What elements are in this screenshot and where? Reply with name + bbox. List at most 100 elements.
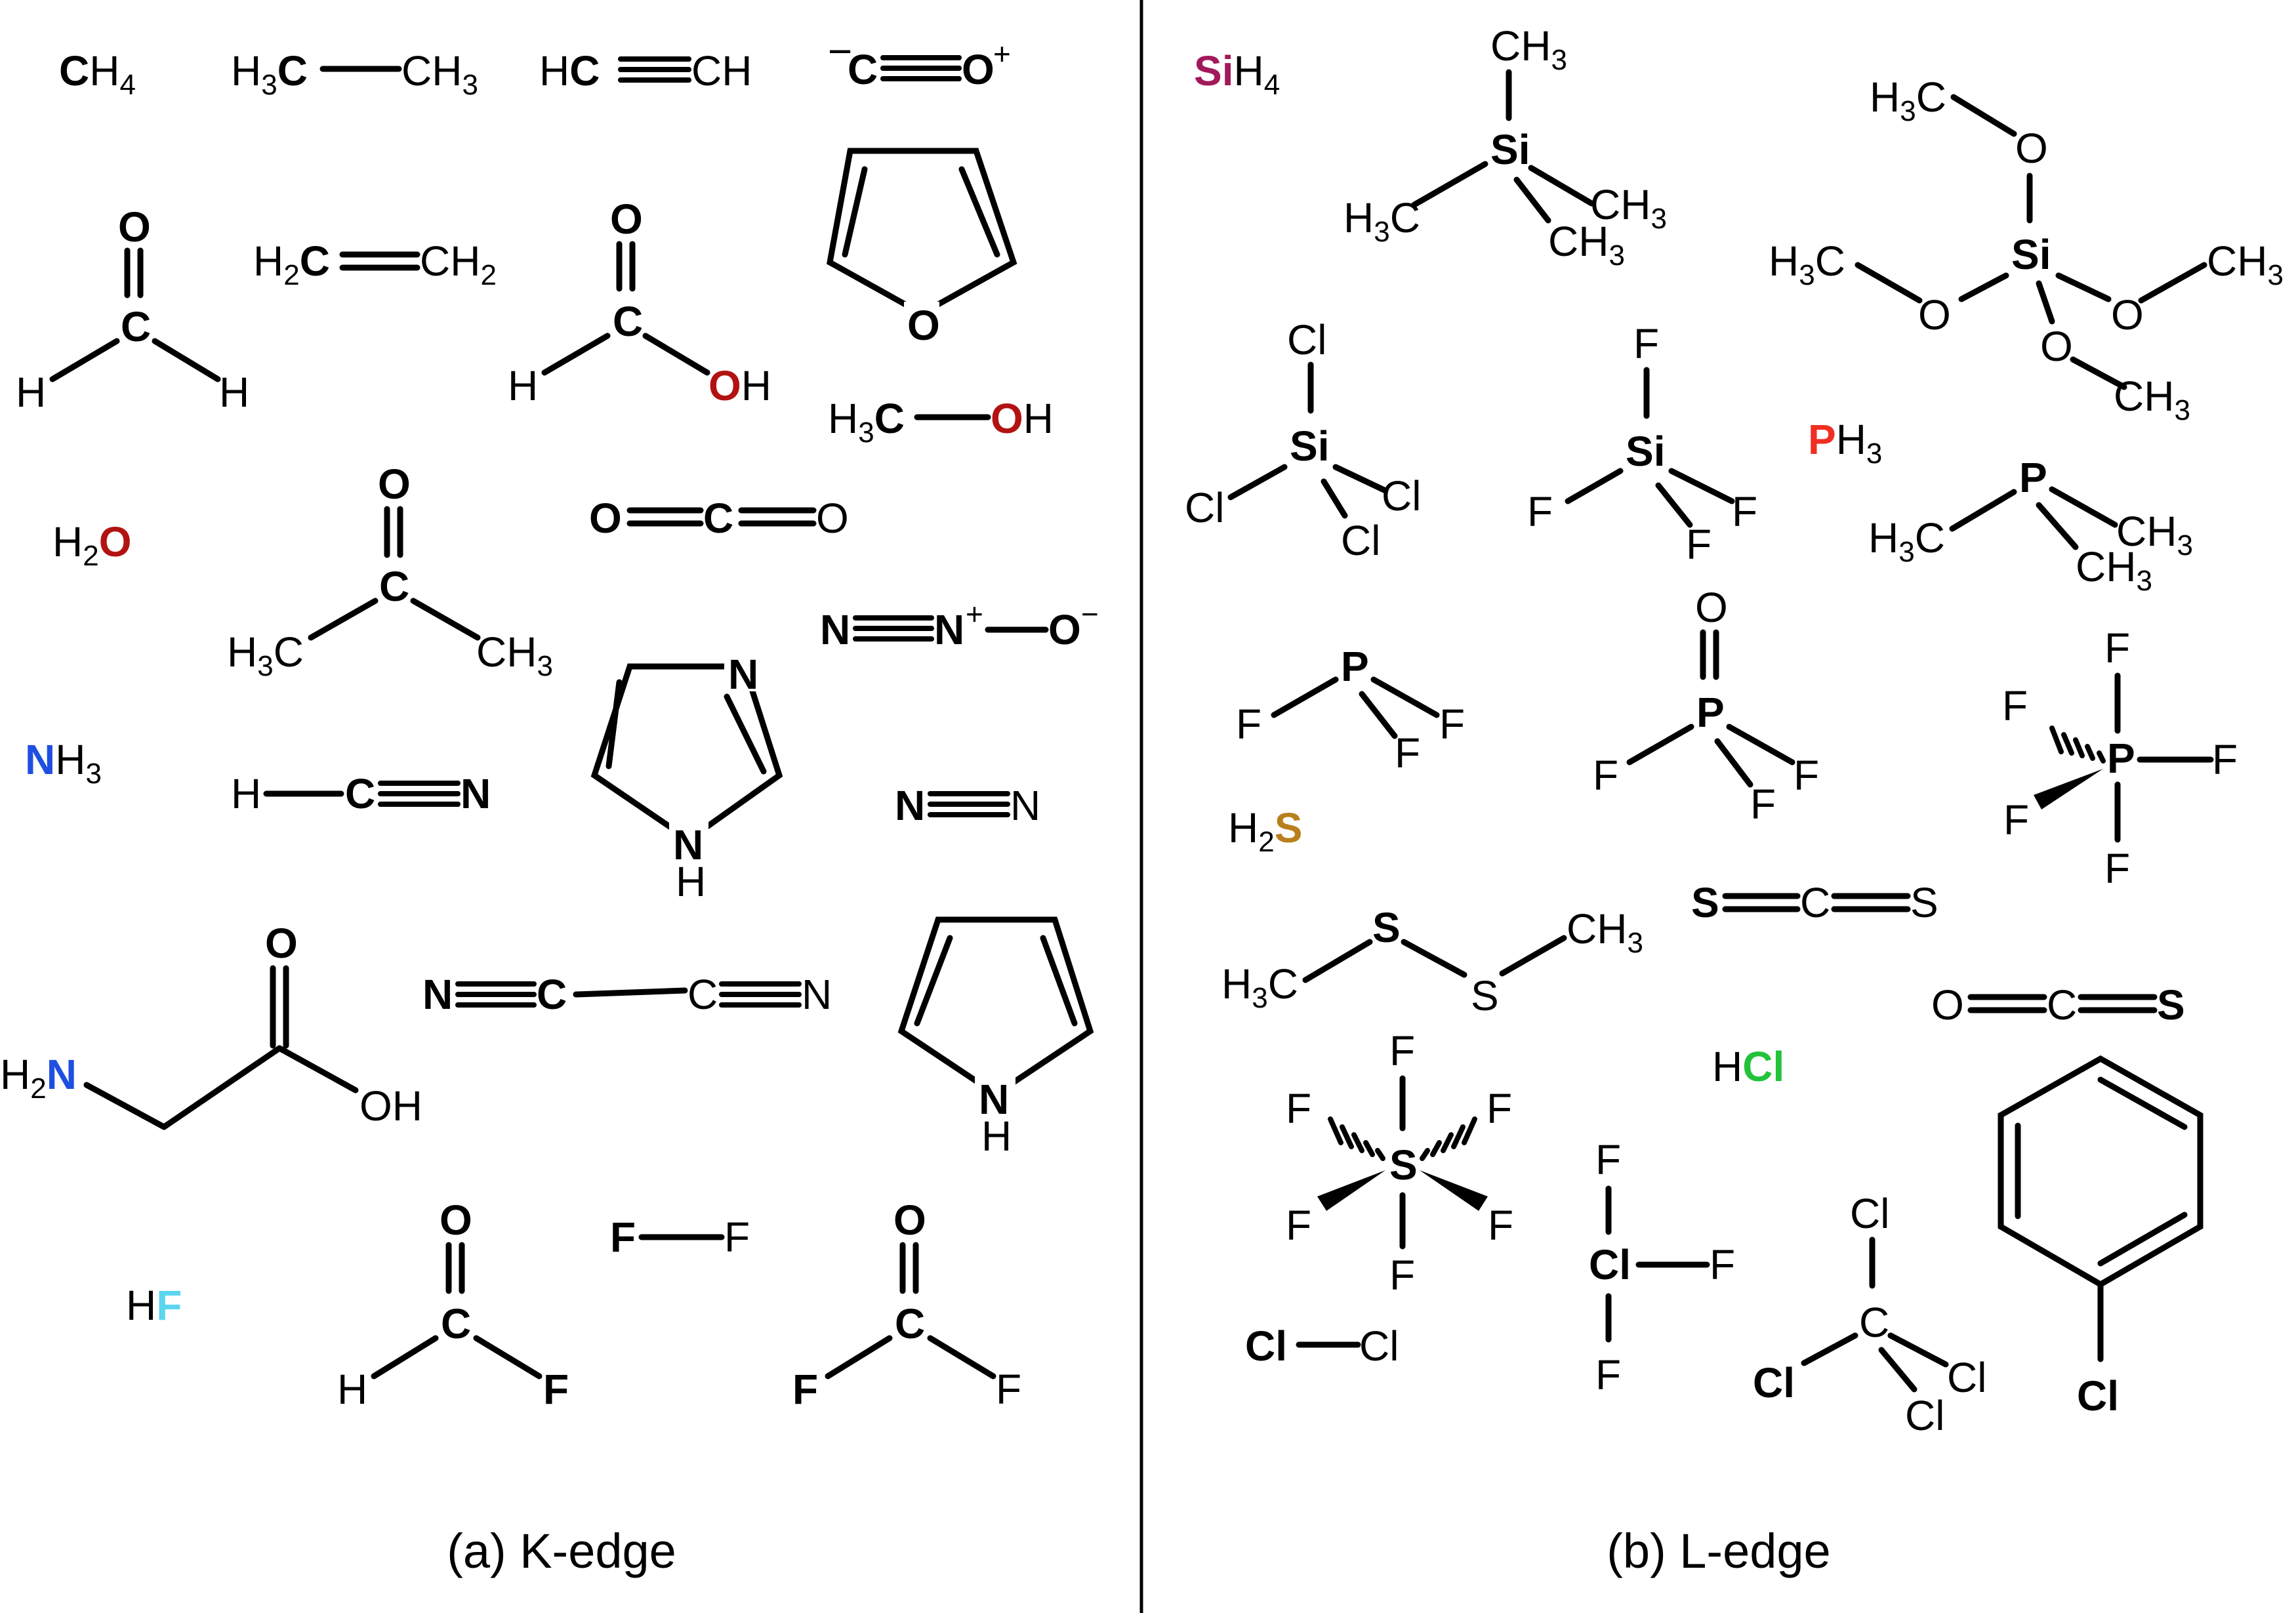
- svg-text:CH3: CH3: [2207, 237, 2284, 291]
- molecule-furan: O: [826, 148, 1017, 349]
- svg-text:OH: OH: [708, 362, 771, 409]
- svg-text:O: O: [816, 495, 849, 542]
- svg-text:H: H: [981, 1113, 1012, 1160]
- svg-text:C: C: [895, 1300, 925, 1347]
- svg-text:P: P: [1696, 689, 1725, 736]
- svg-text:CH: CH: [691, 47, 752, 94]
- svg-text:C: C: [537, 971, 567, 1018]
- molecule-ethyne: HC CH: [539, 47, 752, 94]
- molecule-tetramethylsilane: CH3 Si H3C CH3 CH3: [1343, 22, 1667, 272]
- svg-text:S: S: [1691, 879, 1719, 926]
- svg-text:F: F: [1389, 1252, 1415, 1299]
- svg-text:P: P: [1341, 643, 1369, 690]
- molecule-nitrogen: N N: [895, 782, 1040, 829]
- svg-text:H: H: [337, 1366, 367, 1413]
- molecule-silicon-tetrachloride: Cl Si Cl Cl Cl: [1185, 316, 1421, 564]
- panel-k-edge: CH4 H3C CH3 HC CH − C O +: [0, 28, 1099, 1578]
- caption-k-edge: (a) K-edge: [447, 1524, 676, 1578]
- svg-text:H3C: H3C: [231, 47, 308, 101]
- molecule-phosphine: PH3: [1808, 416, 1882, 470]
- molecule-phosphorus-trifluoride: P F F F: [1236, 643, 1465, 777]
- svg-text:H3C: H3C: [1221, 960, 1298, 1014]
- svg-text:F: F: [1595, 1351, 1621, 1399]
- svg-text:Cl: Cl: [2077, 1372, 2119, 1419]
- svg-text:F: F: [1286, 1085, 1311, 1132]
- svg-text:O: O: [1931, 981, 1964, 1029]
- svg-text:HCl: HCl: [1712, 1043, 1784, 1090]
- svg-text:H: H: [231, 770, 261, 817]
- svg-text:N: N: [673, 821, 703, 868]
- molecule-carbonyl-fluoride: O C F F: [792, 1196, 1021, 1413]
- svg-text:Cl: Cl: [1359, 1322, 1399, 1370]
- svg-text:CH3: CH3: [401, 47, 478, 101]
- svg-text:F: F: [1750, 781, 1776, 828]
- svg-text:C: C: [1859, 1299, 1889, 1346]
- svg-text:N: N: [422, 971, 453, 1018]
- svg-text:CH4: CH4: [59, 47, 136, 101]
- molecule-ethene: H2C CH2: [253, 237, 497, 291]
- molecule-hydrogen-sulfide: H2S: [1228, 804, 1302, 858]
- svg-text:H2S: H2S: [1228, 804, 1302, 858]
- svg-text:O: O: [589, 495, 622, 542]
- svg-text:F: F: [1389, 1027, 1415, 1074]
- svg-text:F: F: [2212, 736, 2238, 783]
- svg-text:CH3: CH3: [2114, 373, 2190, 426]
- svg-text:F: F: [2003, 796, 2029, 844]
- svg-text:H2O: H2O: [52, 518, 131, 572]
- svg-text:H3C: H3C: [1870, 73, 1946, 127]
- svg-text:CH3: CH3: [2116, 508, 2193, 561]
- svg-text:C: C: [379, 563, 409, 610]
- svg-text:S: S: [1389, 1141, 1418, 1189]
- molecule-ammonia: NH3: [25, 736, 102, 790]
- svg-text:F: F: [610, 1214, 636, 1261]
- svg-text:F: F: [1686, 521, 1712, 568]
- molecule-methane: CH4: [59, 47, 136, 101]
- svg-text:H3C: H3C: [1343, 194, 1420, 248]
- molecule-imidazole: N N H: [590, 649, 783, 905]
- svg-text:P: P: [2019, 454, 2047, 501]
- svg-text:O: O: [1048, 606, 1081, 653]
- svg-text:H3C: H3C: [828, 395, 905, 449]
- svg-text:C: C: [441, 1300, 471, 1347]
- molecule-glycine: O H2N OH: [0, 920, 422, 1130]
- svg-text:O: O: [378, 460, 411, 508]
- svg-text:Cl: Cl: [1341, 517, 1380, 564]
- svg-text:F: F: [1395, 729, 1420, 777]
- svg-text:O: O: [118, 203, 151, 251]
- svg-text:F: F: [1593, 752, 1618, 799]
- svg-text:F: F: [1732, 488, 1757, 535]
- molecule-ethane: H3C CH3: [231, 47, 478, 101]
- molecule-silane: SiH4: [1194, 47, 1280, 101]
- svg-text:CH3: CH3: [1567, 905, 1643, 959]
- svg-text:Cl: Cl: [1245, 1322, 1287, 1370]
- svg-text:Cl: Cl: [1589, 1241, 1631, 1288]
- svg-text:HC: HC: [539, 47, 600, 94]
- molecule-chlorine-trifluoride: F Cl F F: [1589, 1136, 1735, 1399]
- svg-text:H: H: [676, 858, 706, 905]
- svg-text:O: O: [1695, 584, 1728, 631]
- svg-text:CH3: CH3: [1490, 22, 1567, 76]
- svg-text:N: N: [895, 782, 925, 829]
- molecule-pyrrole: N H: [897, 916, 1094, 1160]
- svg-text:N: N: [802, 971, 832, 1018]
- svg-text:Cl: Cl: [1382, 472, 1421, 520]
- molecule-nitrous-oxide: N N + O −: [820, 597, 1099, 653]
- svg-text:PH3: PH3: [1808, 416, 1882, 470]
- svg-text:H: H: [508, 362, 538, 409]
- svg-text:C: C: [121, 303, 151, 350]
- molecule-carbon-monoxide: − C O +: [828, 28, 1011, 93]
- svg-text:F: F: [2002, 682, 2028, 729]
- svg-text:O: O: [907, 302, 940, 349]
- caption-l-edge: (b) L-edge: [1607, 1524, 1830, 1578]
- molecule-fluorine: F F: [610, 1214, 750, 1261]
- molecule-chlorine: Cl Cl: [1245, 1322, 1399, 1370]
- svg-text:CH2: CH2: [420, 237, 497, 291]
- molecule-hydrogen-fluoride: HF: [126, 1282, 182, 1329]
- svg-text:S: S: [2157, 981, 2185, 1029]
- molecule-tetramethoxysilane: H3C O Si O H3C O CH3 O CH3: [1769, 73, 2284, 426]
- svg-text:C: C: [848, 46, 878, 93]
- molecule-cyanogen: N C C N: [422, 971, 832, 1018]
- molecule-carbonyl-sulfide: O C S: [1931, 981, 2185, 1029]
- svg-text:−: −: [828, 28, 852, 75]
